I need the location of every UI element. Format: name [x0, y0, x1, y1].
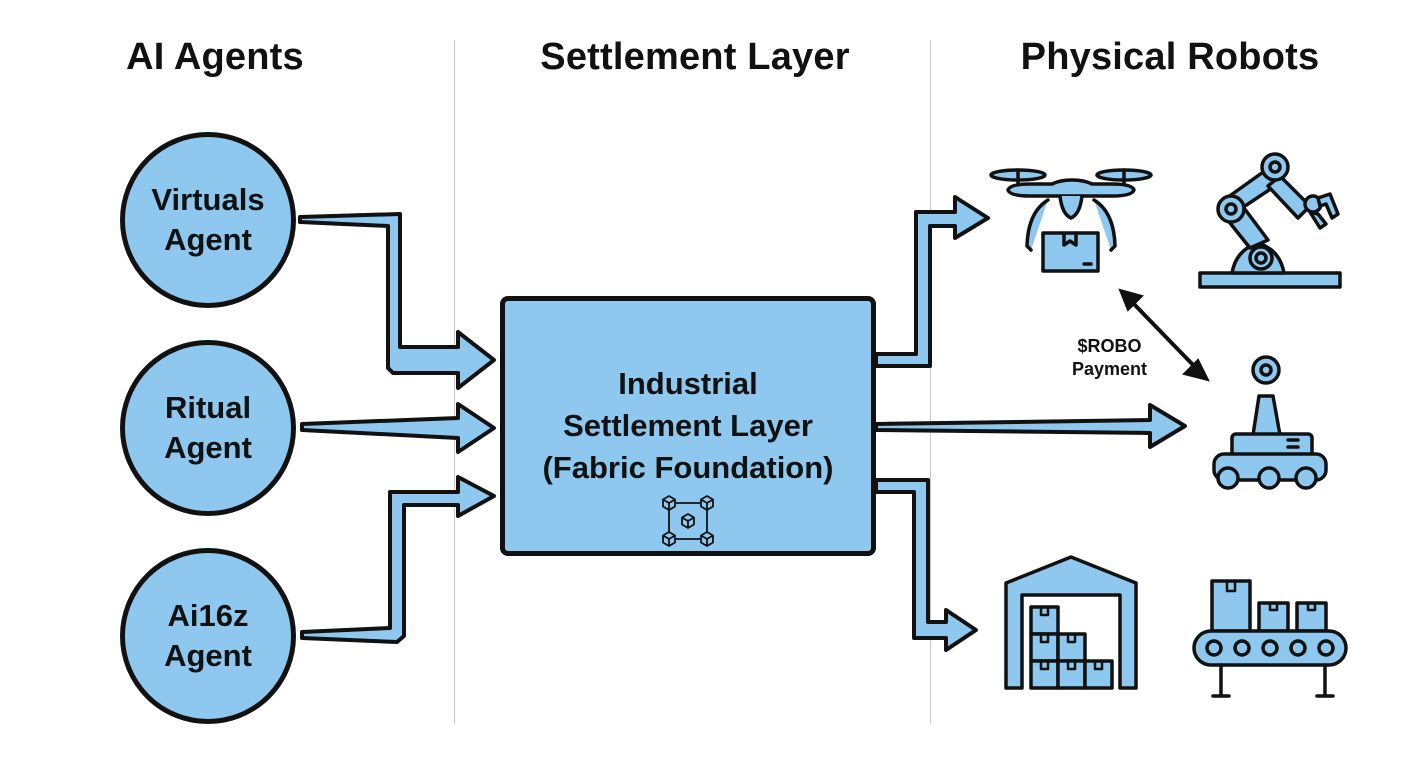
robotic-arm-icon [1198, 152, 1342, 289]
conveyor-belt-icon [1192, 579, 1348, 698]
warehouse-icon [1004, 555, 1138, 690]
drone-with-package-icon [989, 168, 1153, 273]
arrow-hub-to-mobile-robot [874, 403, 1187, 449]
agent-label-line2: Agent [164, 430, 252, 465]
payment-label: $ROBO Payment [1072, 335, 1147, 381]
column-title-settlement-layer: Settlement Layer [540, 36, 850, 78]
agent-label-line1: Virtuals [151, 182, 265, 217]
hub-title-line3: (Fabric Foundation) [542, 450, 834, 485]
blockchain-network-icon [662, 495, 714, 547]
agent-node-ritual: Ritual Agent [120, 340, 296, 516]
payment-word: Payment [1072, 359, 1148, 379]
arrow-hub-to-warehouse [874, 478, 978, 652]
hub-title-line1: Industrial [618, 366, 758, 401]
divider-right [930, 40, 931, 724]
payment-token: $ROBO [1077, 336, 1142, 356]
wheeled-robot-icon [1212, 355, 1328, 490]
payment-double-arrow [1118, 288, 1210, 382]
divider-left [454, 40, 455, 724]
column-title-ai-agents: AI Agents [126, 36, 304, 78]
arrow-hub-to-drone [874, 195, 990, 368]
arrow-ritual-to-hub [300, 402, 496, 454]
agent-node-ai16z: Ai16z Agent [120, 548, 296, 724]
arrow-ai16z-to-hub [300, 475, 496, 644]
agent-node-virtuals: Virtuals Agent [120, 132, 296, 308]
column-title-physical-robots: Physical Robots [1020, 36, 1320, 78]
agent-label-line2: Agent [164, 638, 252, 673]
agent-label-line1: Ai16z [167, 598, 249, 633]
hub-title-line2: Settlement Layer [563, 408, 813, 443]
agent-label-line2: Agent [164, 222, 252, 257]
arrow-virtuals-to-hub [298, 212, 496, 390]
settlement-hub: Industrial Settlement Layer (Fabric Foun… [500, 296, 876, 556]
agent-label-line1: Ritual [164, 390, 252, 425]
